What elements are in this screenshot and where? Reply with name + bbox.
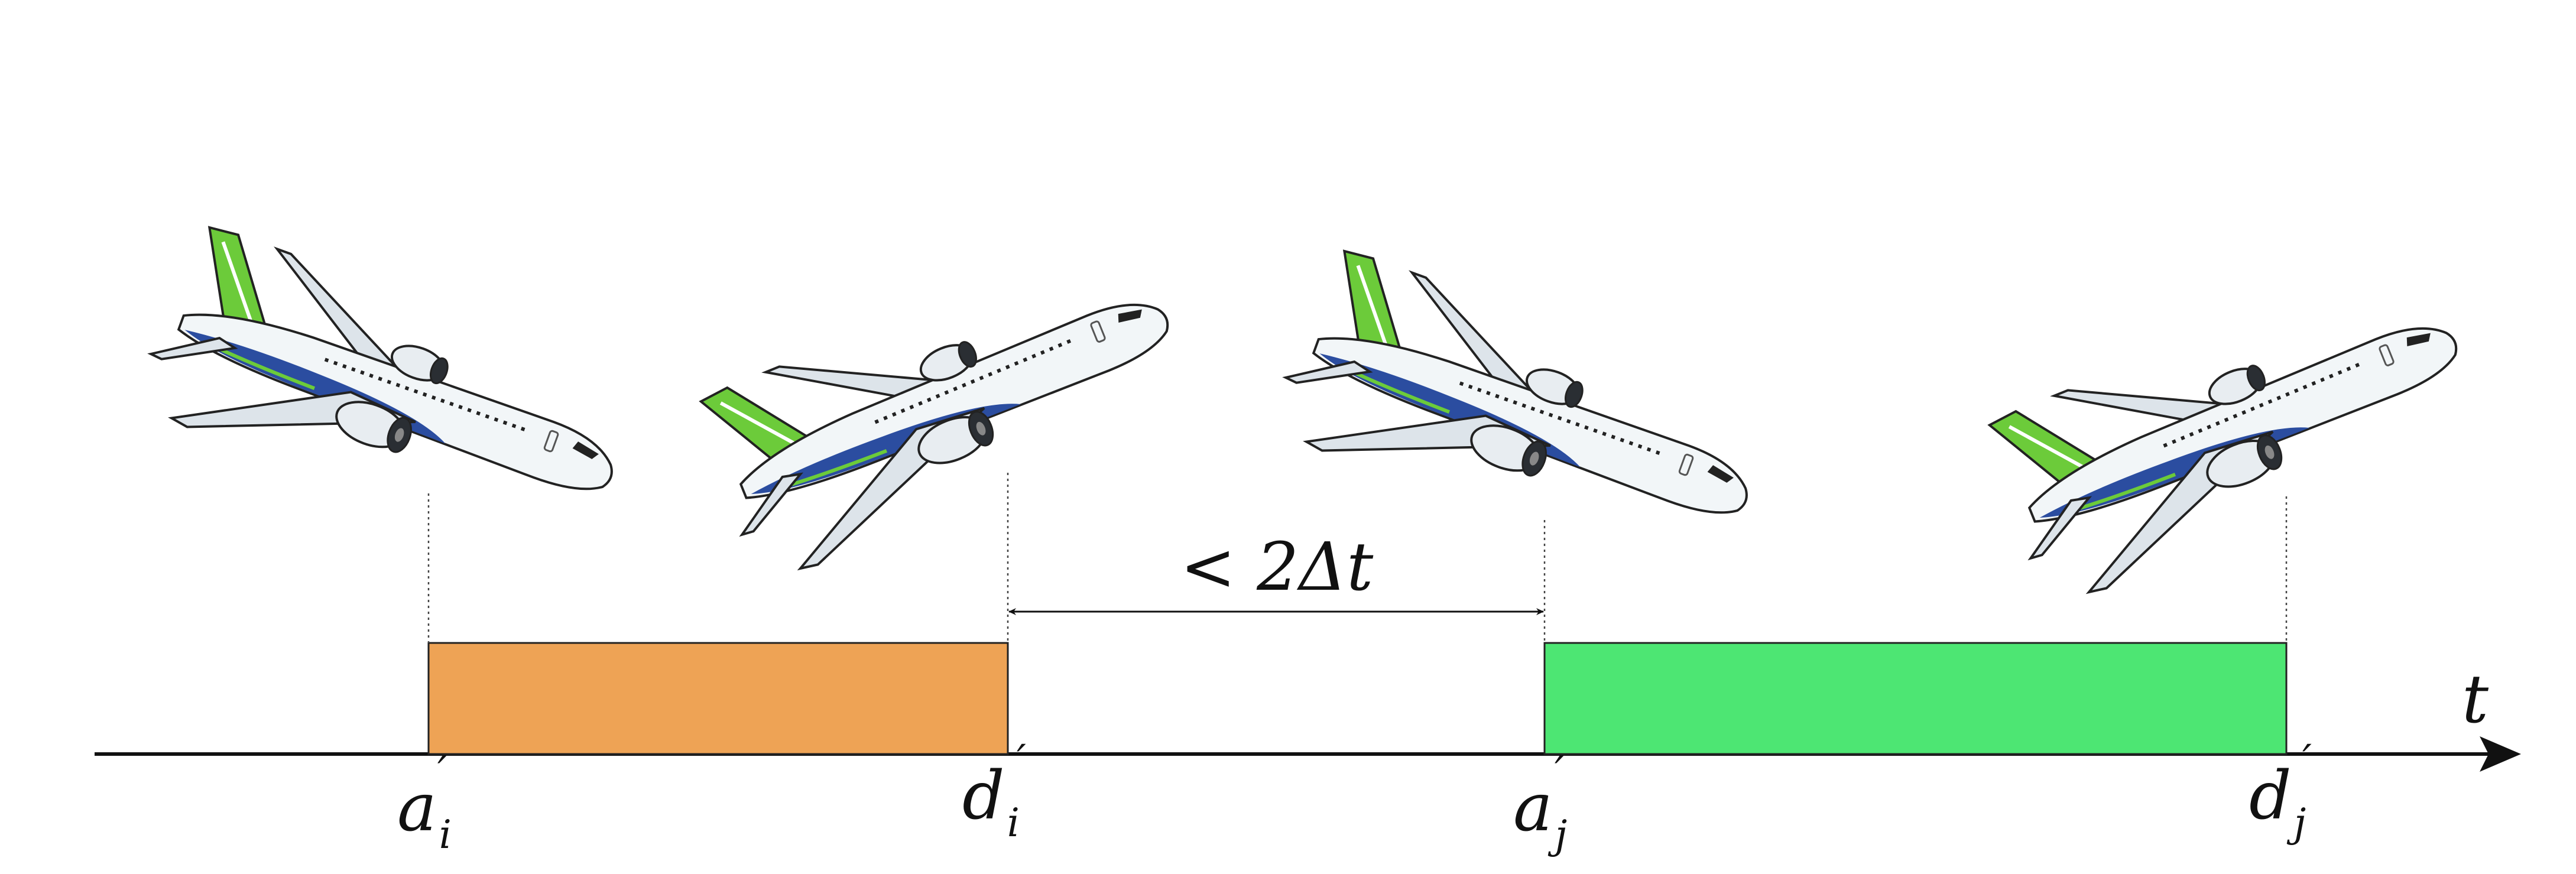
airplane-takeoff-icon xyxy=(689,226,1203,587)
svg-text:aj: aj xyxy=(1513,769,1567,857)
axis-label-t: t xyxy=(2462,661,2489,738)
time-axis-arrowhead xyxy=(2480,736,2521,772)
svg-text:′: ′ xyxy=(437,748,447,796)
gap-label: < 2Δt xyxy=(1180,529,1374,606)
occupancy-block-i xyxy=(427,642,1009,755)
svg-text:ai: ai xyxy=(397,769,452,857)
tick-label-d-i: di ′ xyxy=(962,736,1026,846)
takeoff-plane-i xyxy=(689,226,1203,587)
svg-text:dj: dj xyxy=(2249,758,2306,846)
tick-label-a-i: ai ′ xyxy=(397,748,452,857)
svg-text:′: ′ xyxy=(1017,736,1026,784)
landing-plane-i xyxy=(132,220,645,568)
occupancy-block-j xyxy=(1543,642,2288,755)
takeoff-plane-j xyxy=(1977,249,2491,610)
svg-text:′: ′ xyxy=(1555,748,1564,796)
svg-text:′: ′ xyxy=(2302,736,2312,784)
tick-label-a-j: aj ′ xyxy=(1513,748,1567,857)
tick-label-d-j: dj ′ xyxy=(2249,736,2312,846)
airplane-takeoff-icon xyxy=(1977,249,2491,610)
airplane-landing-icon xyxy=(132,220,645,568)
svg-text:di: di xyxy=(962,758,1020,846)
